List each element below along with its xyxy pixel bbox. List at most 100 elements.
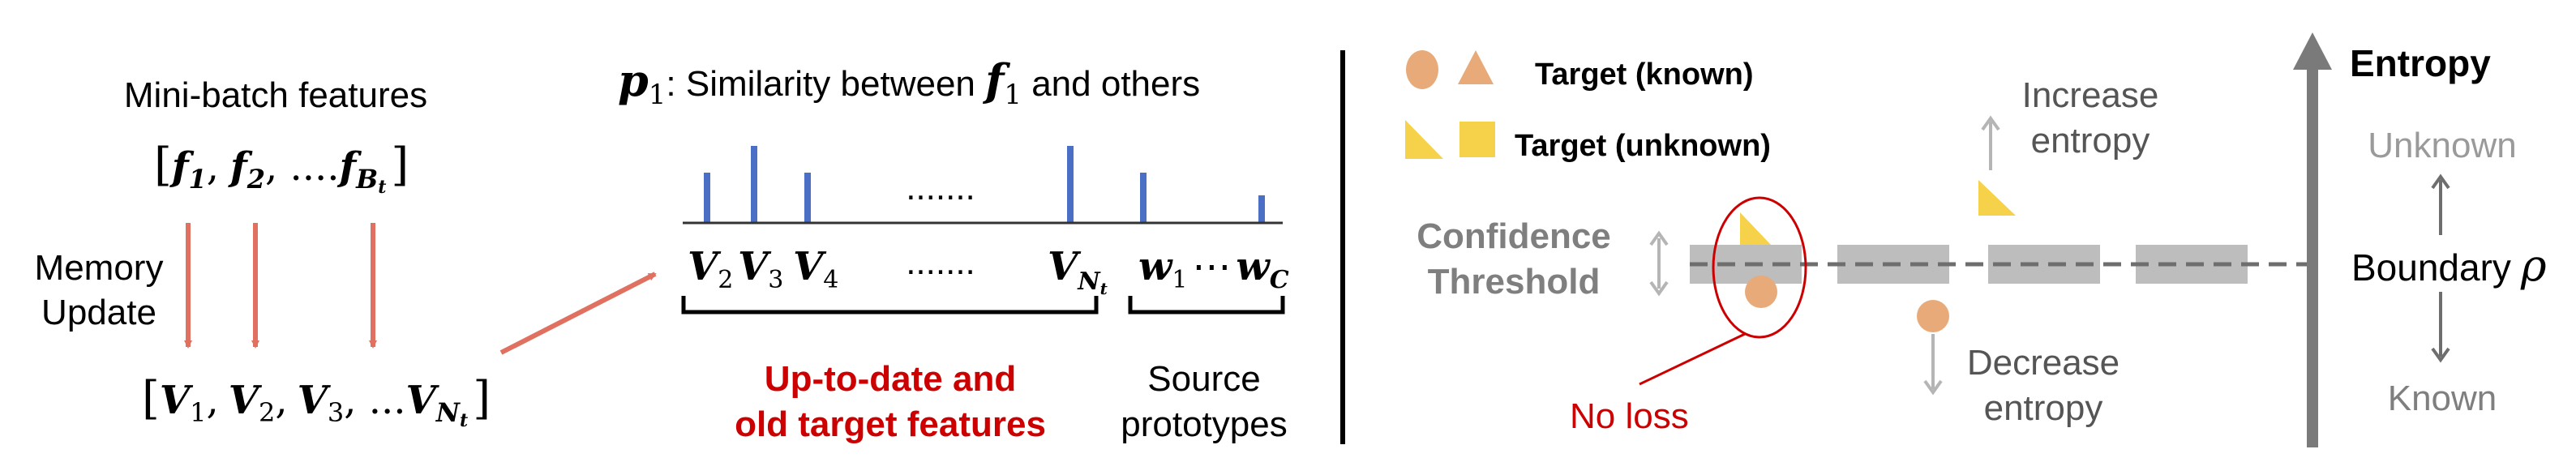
svg-text:V2: V2 (688, 244, 733, 294)
memory-vn-subscript: N (435, 397, 461, 428)
svg-text:[V1,V2,V3, ...VNt]: [V1,V2,V3, ...VNt] (142, 372, 491, 431)
similarity-bar (1140, 173, 1147, 223)
memory-vn-subsubscript: t (460, 410, 468, 431)
similarity-title: p1: Similarity between f1 and others (618, 54, 1200, 111)
ellipsis: , ... (344, 378, 405, 423)
svg-text:V4: V4 (793, 244, 838, 294)
label-v3: V (738, 244, 772, 289)
legend-unknown-square-icon (1459, 122, 1495, 157)
legend-unknown-label: Target (unknown) (1515, 129, 1771, 163)
memory-vn: V (406, 378, 440, 423)
svg-text:VNt: VNt (1048, 244, 1108, 298)
decrease-entropy-label-line1: Decrease (1967, 343, 2120, 383)
memory-v3: V (298, 378, 332, 423)
comma: , (207, 144, 219, 190)
decrease-entropy-arrow-icon (1923, 334, 1943, 396)
ellipsis: , .... (265, 144, 340, 190)
label-vn: V (1048, 244, 1082, 289)
bracket-close: ] (391, 139, 409, 191)
boundary-double-arrow-icon (2431, 173, 2450, 363)
decrease-entropy-label-line2: entropy (1984, 388, 2103, 428)
legend-unknown-right-triangle-icon (1405, 120, 1443, 159)
no-loss-pointer-line (1639, 332, 1746, 386)
no-loss-highlight-ellipse (1712, 196, 1807, 339)
increase-entropy-label-line1: Increase (2022, 75, 2159, 115)
unknown-region-label: Unknown (2368, 126, 2516, 165)
similarity-bars (704, 146, 1265, 223)
similarity-dots-top: ....... (906, 168, 975, 208)
similarity-bar (1258, 195, 1265, 223)
label-wc: w (1236, 244, 1271, 289)
similarity-dots-bottom: ....... (906, 242, 975, 282)
boundary-text: Boundary (2351, 246, 2511, 289)
known-region-label: Known (2388, 379, 2497, 418)
known-sample-in-threshold-icon (1745, 276, 1777, 308)
memory-v1-subscript: 1 (190, 397, 206, 428)
comma: , (206, 378, 218, 423)
middle-panel: p1: Similarity between f1 and others ...… (618, 54, 1289, 444)
increase-entropy-sample-icon (1978, 180, 2016, 216)
increase-entropy-label-line2: entropy (2031, 121, 2150, 160)
similarity-bar (804, 173, 811, 223)
similarity-title-tail: and others (1022, 64, 1200, 104)
memory-v2: V (229, 378, 263, 423)
memory-to-similarity-arrow (499, 272, 657, 355)
label-w1-subscript: 1 (1172, 266, 1187, 294)
memory-v2-subscript: 2 (259, 397, 275, 428)
target-features-brace (681, 296, 1099, 315)
memory-v1: V (160, 378, 194, 423)
increase-entropy-arrow-icon (1981, 115, 2000, 170)
label-v4-subscript: 4 (823, 266, 838, 294)
label-vn-subsubscript: t (1100, 279, 1108, 298)
legend-known-circle-icon (1406, 50, 1438, 89)
svg-text:[f1,f2, ....fBt]: [f1,f2, ....fBt] (154, 139, 409, 198)
label-v4: V (793, 244, 827, 289)
entropy-axis-arrowhead-icon (2293, 32, 2332, 70)
comma: , (275, 378, 287, 423)
minibatch-feature-list: [f1,f2, ....fBt] (154, 139, 409, 198)
similarity-p-subscript: 1 (649, 79, 667, 111)
label-v2-subscript: 2 (718, 266, 733, 294)
no-loss-label: No loss (1570, 396, 1689, 436)
similarity-f-subscript: 1 (1004, 79, 1022, 111)
feature-fb-subscript: B (355, 164, 378, 195)
target-features-caption-line2: old target features (735, 404, 1046, 444)
label-wc-subscript: C (1270, 266, 1289, 294)
legend-known-triangle-icon (1458, 50, 1494, 84)
memory-update-label-line1: Memory (35, 248, 164, 288)
source-prototypes-brace (1128, 296, 1285, 315)
similarity-title-text: : Similarity between (666, 64, 985, 104)
source-prototypes-caption-line1: Source (1147, 359, 1260, 399)
entropy-axis-shaft (2307, 65, 2318, 447)
similarity-bar (704, 173, 710, 223)
right-panel: Target (known) Target (unknown) Confiden… (1405, 32, 2547, 447)
source-prototypes-caption-line2: prototypes (1121, 404, 1287, 444)
legend-known-label: Target (known) (1535, 58, 1754, 92)
label-v3-subscript: 3 (768, 266, 783, 294)
decrease-entropy-sample-icon (1917, 300, 1949, 332)
feature-f1-subscript: 1 (189, 164, 207, 195)
similarity-bar (1067, 146, 1074, 223)
memory-v3-subscript: 3 (328, 397, 344, 428)
similarity-p: p (618, 54, 649, 106)
bracket-close: ] (473, 372, 491, 425)
svg-text:V3: V3 (738, 244, 783, 294)
similarity-bar (751, 146, 757, 223)
label-vn-subscript: N (1077, 267, 1101, 296)
bracket-open: [ (154, 139, 172, 191)
threshold-range-double-arrow-icon (1649, 230, 1669, 297)
left-panel: Mini-batch features [f1,f2, ....fBt] Mem… (35, 75, 657, 431)
memory-update-label-line2: Update (41, 293, 156, 332)
svg-text:w1⋯wC: w1⋯wC (1138, 244, 1289, 294)
feature-fb-subsubscript: t (378, 177, 386, 198)
confidence-threshold-label-line2: Threshold (1428, 262, 1601, 302)
entropy-axis-label: Entropy (2350, 42, 2491, 84)
similarity-axis-labels: V2 V3 V4 ....... VNt w1⋯wC (688, 242, 1289, 298)
label-w1: w (1138, 244, 1173, 289)
label-w-ellipsis: ⋯ (1192, 244, 1231, 289)
label-v2: V (688, 244, 722, 289)
memory-bank-list: [V1,V2,V3, ...VNt] (142, 372, 491, 431)
target-features-caption-line1: Up-to-date and (765, 359, 1016, 399)
